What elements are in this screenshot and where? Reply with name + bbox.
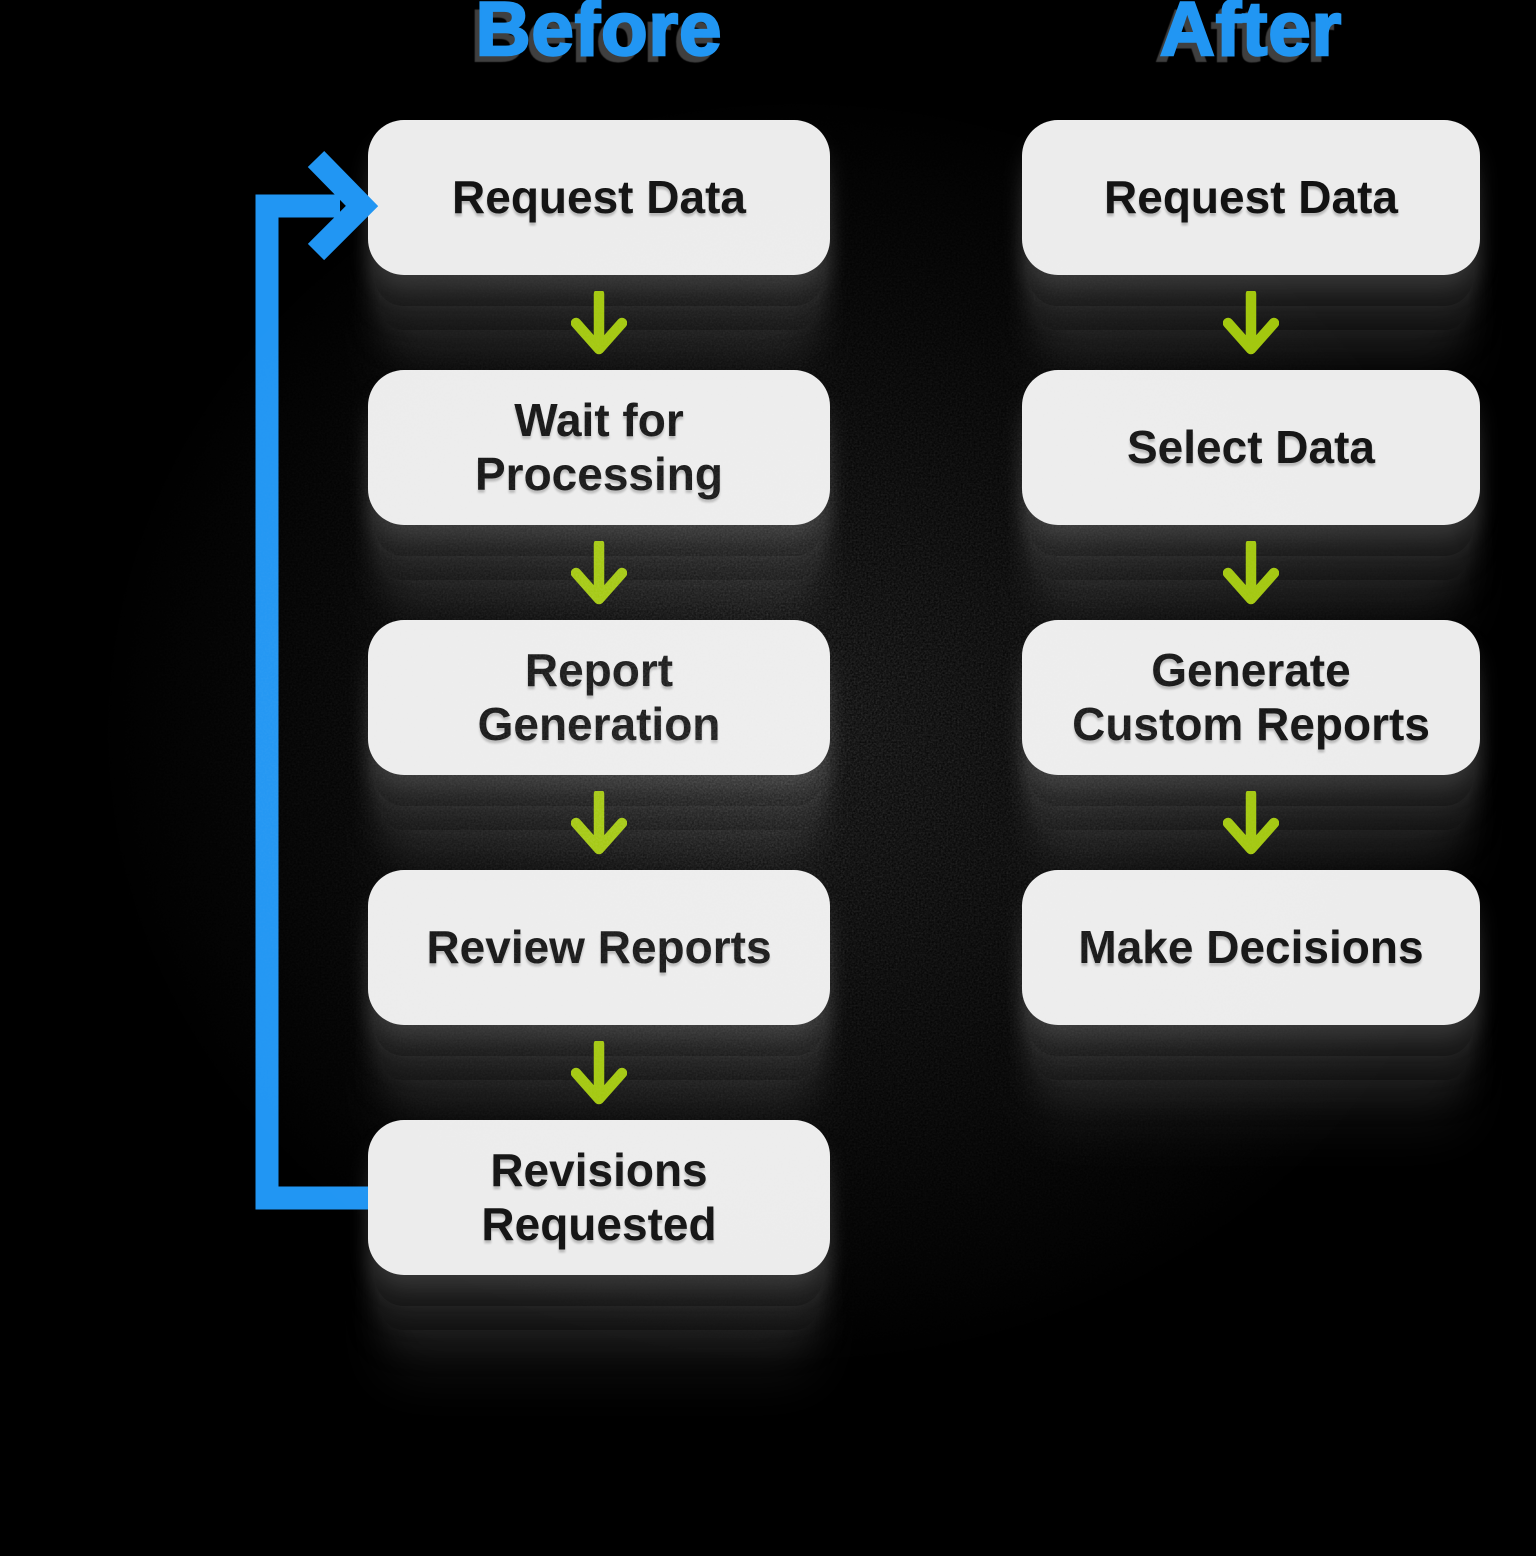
step-label: Wait for Processing bbox=[475, 394, 723, 500]
step-box-select-data: Select Data bbox=[1022, 370, 1480, 525]
step-label: Request Data bbox=[1104, 170, 1398, 223]
down-arrow-icon bbox=[571, 541, 627, 605]
step-box-report-generation: Report Generation bbox=[368, 620, 830, 775]
step-box-request-data: Request Data bbox=[368, 120, 830, 275]
step-box-make-decisions: Make Decisions bbox=[1022, 870, 1480, 1025]
down-arrow-icon bbox=[571, 791, 627, 855]
step-label: Make Decisions bbox=[1078, 920, 1424, 973]
down-arrow-icon bbox=[571, 291, 627, 355]
step-label: Review Reports bbox=[426, 920, 772, 973]
down-arrow-icon bbox=[1223, 791, 1279, 855]
step-box-wait-for-processing: Wait for Processing bbox=[368, 370, 830, 525]
step-label: Request Data bbox=[452, 170, 746, 223]
step-box-revisions-requested: Revisions Requested bbox=[368, 1120, 830, 1275]
before-column-title: Before bbox=[474, 0, 723, 72]
step-box-generate-custom-reports: Generate Custom Reports bbox=[1022, 620, 1480, 775]
after-column-title: After bbox=[1159, 0, 1343, 72]
down-arrow-icon bbox=[1223, 291, 1279, 355]
step-label: Revisions Requested bbox=[481, 1144, 717, 1250]
step-box-review-reports: Review Reports bbox=[368, 870, 830, 1025]
step-label: Select Data bbox=[1126, 420, 1375, 473]
step-label: Report Generation bbox=[477, 644, 721, 750]
step-label: Generate Custom Reports bbox=[1072, 644, 1430, 750]
step-box-request-data: Request Data bbox=[1022, 120, 1480, 275]
down-arrow-icon bbox=[571, 1041, 627, 1105]
down-arrow-icon bbox=[1223, 541, 1279, 605]
